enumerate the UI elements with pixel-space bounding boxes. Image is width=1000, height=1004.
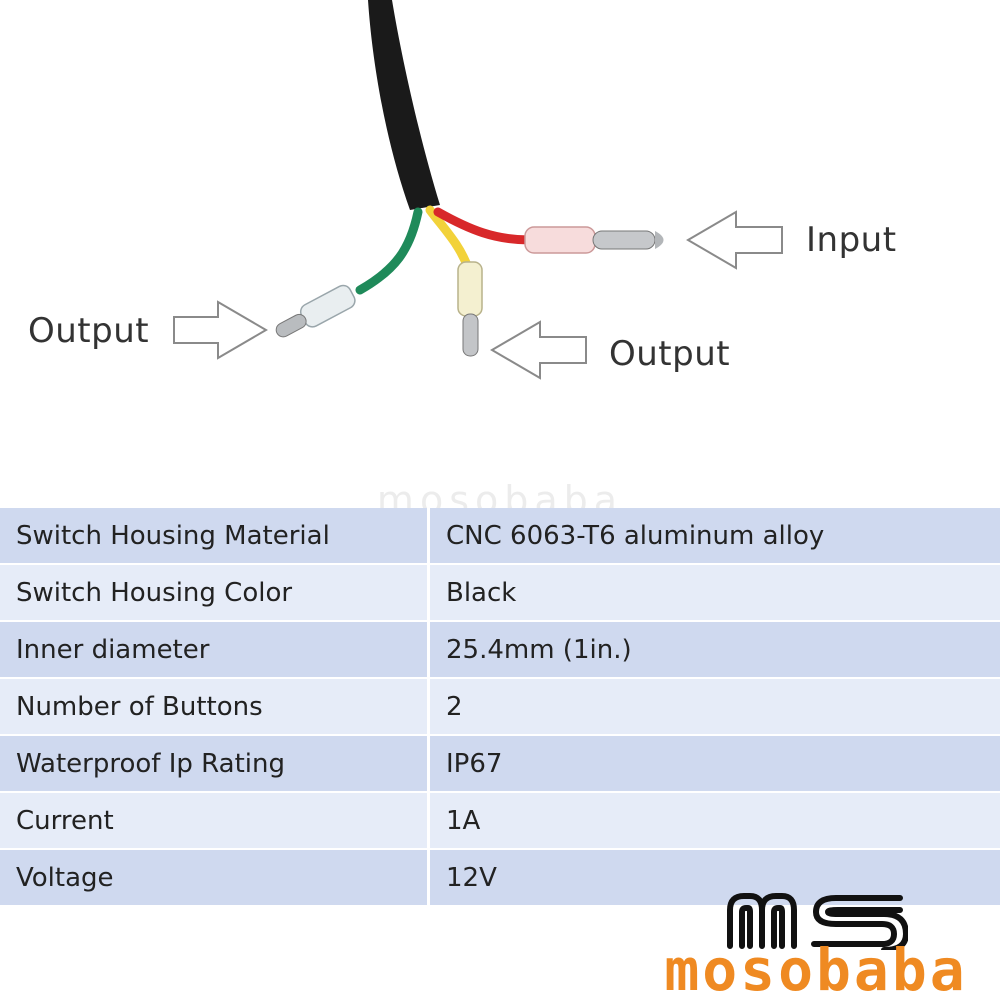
red-connector	[525, 227, 664, 253]
spec-key: Number of Buttons	[0, 678, 429, 735]
black-cable	[368, 0, 440, 210]
arrow-right-icon	[174, 302, 266, 358]
table-row: Number of Buttons 2	[0, 678, 1000, 735]
spec-key: Switch Housing Material	[0, 508, 429, 564]
table-row: Inner diameter 25.4mm (1in.)	[0, 621, 1000, 678]
spec-value: Black	[429, 564, 1000, 621]
table-row: Waterproof Ip Rating IP67	[0, 735, 1000, 792]
spec-value: 2	[429, 678, 1000, 735]
arrow-left-icon	[492, 322, 586, 378]
yellow-connector	[458, 262, 482, 356]
input-label: Input	[806, 220, 897, 260]
brand-wordmark: mosobaba	[632, 940, 1000, 1000]
spec-key: Voltage	[0, 849, 429, 906]
arrow-left-icon	[688, 212, 782, 268]
spec-key: Switch Housing Color	[0, 564, 429, 621]
spec-value: CNC 6063-T6 aluminum alloy	[429, 508, 1000, 564]
spec-key: Inner diameter	[0, 621, 429, 678]
table-row: Switch Housing Material CNC 6063-T6 alum…	[0, 508, 1000, 564]
spec-value: IP67	[429, 735, 1000, 792]
spec-key: Waterproof Ip Rating	[0, 735, 429, 792]
brand-logo: mosobaba	[632, 890, 1000, 1000]
product-photo: Input Output Output	[0, 0, 1000, 500]
spec-value: 1A	[429, 792, 1000, 849]
output-right-label: Output	[609, 334, 730, 374]
green-connector	[271, 283, 357, 344]
spec-key: Current	[0, 792, 429, 849]
spec-value: 25.4mm (1in.)	[429, 621, 1000, 678]
spec-table: Switch Housing Material CNC 6063-T6 alum…	[0, 508, 1000, 907]
output-left-label: Output	[28, 311, 149, 351]
table-row: Switch Housing Color Black	[0, 564, 1000, 621]
table-row: Current 1A	[0, 792, 1000, 849]
green-wire	[360, 212, 418, 290]
